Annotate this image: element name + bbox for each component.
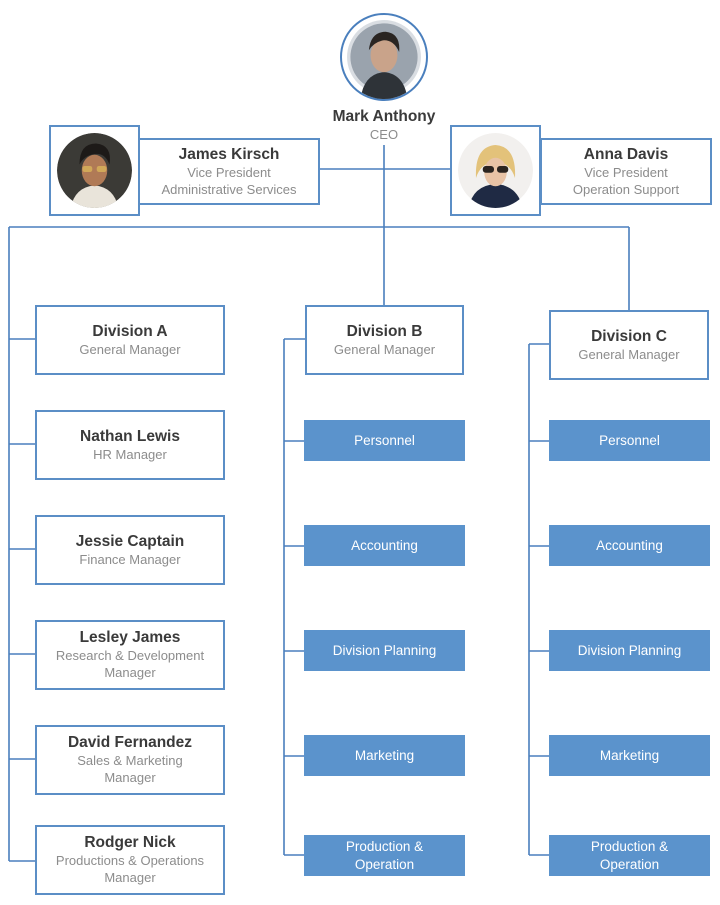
ceo-name: Mark Anthony xyxy=(332,108,436,125)
staff-name: Rodger Nick xyxy=(84,834,176,851)
vp-left-name: James Kirsch xyxy=(178,145,280,163)
division-c-card: Division C General Manager xyxy=(549,310,709,380)
division-c-name: Division C xyxy=(591,327,667,345)
vp-right-photo xyxy=(456,131,535,210)
department-box: Personnel xyxy=(549,420,710,461)
staff-card: Jessie Captain Finance Manager xyxy=(35,515,225,585)
department-box: Division Planning xyxy=(304,630,465,671)
division-a-title: General Manager xyxy=(79,341,181,357)
staff-name: Nathan Lewis xyxy=(80,427,180,445)
division-c-title: General Manager xyxy=(578,346,680,362)
female-portrait-icon xyxy=(458,133,533,208)
department-box: Accounting xyxy=(304,525,465,566)
ceo-label: Mark Anthony CEO xyxy=(300,108,468,143)
staff-name: Jessie Captain xyxy=(75,532,185,550)
staff-card: Nathan Lewis HR Manager xyxy=(35,410,225,480)
division-b-card: Division B General Manager xyxy=(305,305,464,375)
vp-right-photo-frame xyxy=(450,125,541,216)
department-box: Production & Operation xyxy=(549,835,710,876)
staff-title: Research & Development Manager xyxy=(55,648,205,680)
vp-left-photo-frame xyxy=(49,125,140,216)
staff-title: Finance Manager xyxy=(79,551,181,567)
vp-left-photo xyxy=(55,131,134,210)
male-portrait-icon xyxy=(57,133,132,208)
staff-name: Lesley James xyxy=(79,629,181,646)
staff-card: David Fernandez Sales & Marketing Manage… xyxy=(35,725,225,795)
department-box: Division Planning xyxy=(549,630,710,671)
vp-right-name: Anna Davis xyxy=(583,145,669,163)
vp-right-box: Anna Davis Vice President Operation Supp… xyxy=(540,138,712,205)
vp-left-box: James Kirsch Vice President Administrati… xyxy=(138,138,320,205)
male-portrait-icon xyxy=(347,20,421,99)
staff-title: Productions & Operations Manager xyxy=(55,853,205,885)
staff-card: Lesley James Research & Development Mana… xyxy=(35,620,225,690)
staff-name: David Fernandez xyxy=(67,734,193,751)
department-box: Personnel xyxy=(304,420,465,461)
department-box: Marketing xyxy=(549,735,710,776)
division-a-card: Division A General Manager xyxy=(35,305,225,375)
division-b-name: Division B xyxy=(346,322,423,340)
staff-title: Sales & Marketing Manager xyxy=(77,753,183,785)
department-box: Production & Operation xyxy=(304,835,465,876)
department-box: Accounting xyxy=(549,525,710,566)
staff-title: HR Manager xyxy=(93,446,167,462)
vp-left-dept: Administrative Services xyxy=(161,181,297,197)
ceo-title: CEO xyxy=(369,127,399,142)
department-box: Marketing xyxy=(304,735,465,776)
division-a-name: Division A xyxy=(92,322,168,340)
vp-right-title: Vice President xyxy=(584,164,668,180)
staff-card: Rodger Nick Productions & Operations Man… xyxy=(35,825,225,895)
ceo-photo xyxy=(340,13,428,101)
division-b-title: General Manager xyxy=(333,341,436,357)
vp-right-dept: Operation Support xyxy=(572,181,680,197)
vp-left-title: Vice President xyxy=(187,164,271,180)
